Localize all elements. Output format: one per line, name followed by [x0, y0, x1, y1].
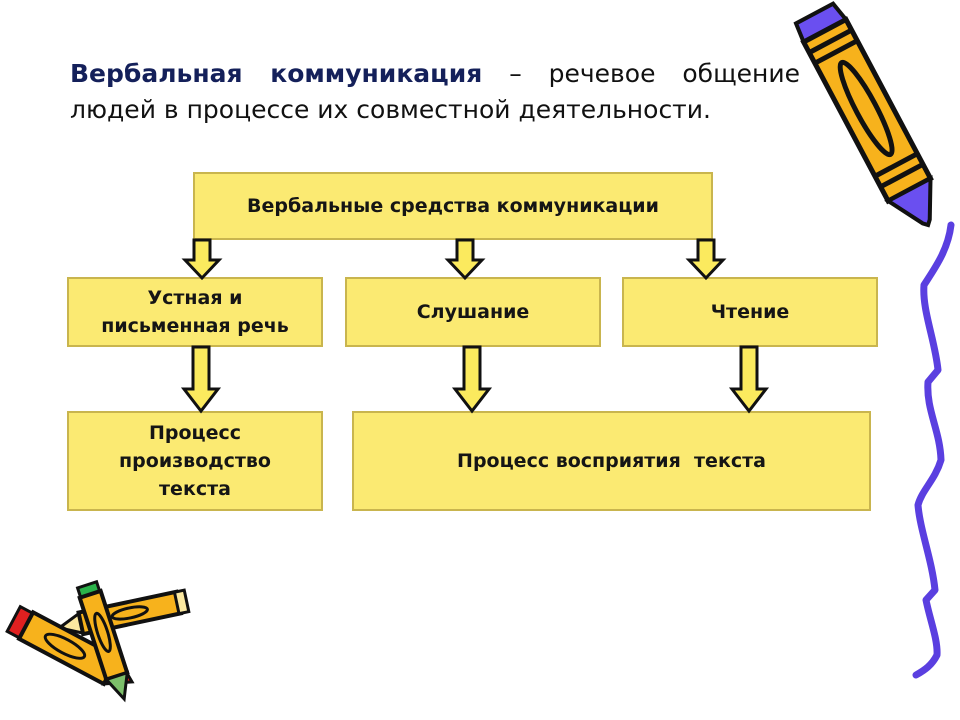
box-listening-label: Слушание: [416, 301, 530, 323]
box-oral-written-speech: Устная и письменная речь: [67, 277, 323, 347]
arrow-oral-to-production: [182, 345, 220, 413]
arrow-root-to-oral: [183, 238, 221, 280]
arrow-root-to-reading: [687, 238, 725, 280]
crossed-pencils-icon: [5, 579, 191, 703]
box-text-perception: Процесс восприятия текста: [352, 411, 871, 511]
box-reading: Чтение: [622, 277, 878, 347]
pencil-icon: [793, 1, 934, 228]
box-root-label: Вербальные средства коммуникации: [247, 195, 659, 217]
title-definition: речевое общение людей в процессе их совм…: [70, 59, 800, 124]
box-listening: Слушание: [345, 277, 601, 347]
box-text-perception-label: Процесс восприятия текста: [457, 450, 766, 472]
box-root: Вербальные средства коммуникации: [193, 172, 713, 240]
title-separator: –: [482, 59, 549, 88]
purple-squiggle: [912, 221, 955, 679]
box-reading-label: Чтение: [710, 301, 790, 323]
title-term: Вербальная коммуникация: [70, 59, 483, 88]
arrow-reading-to-perception: [730, 345, 768, 413]
box-oral-written-speech-label: Устная и письменная речь: [101, 287, 289, 337]
arrow-root-to-listening: [446, 238, 484, 280]
box-text-production: Процесс производство текста: [67, 411, 323, 511]
arrow-listening-to-perception: [453, 345, 491, 413]
slide-title: Вербальная коммуникация – речевое общени…: [70, 56, 800, 128]
box-text-production-label: Процесс производство текста: [119, 422, 271, 500]
